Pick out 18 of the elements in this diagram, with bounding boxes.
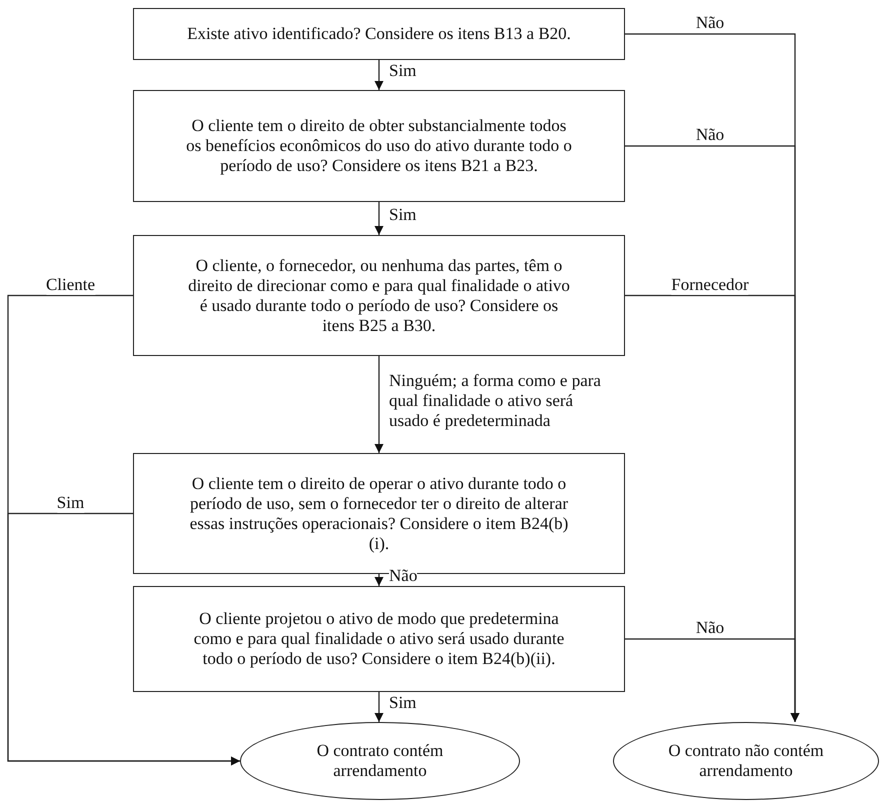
decision-box bbox=[133, 586, 625, 692]
arrow bbox=[7, 512, 240, 766]
arrow bbox=[374, 202, 384, 235]
node-text: O contrato não contém arrendamento bbox=[667, 741, 825, 781]
arrow bbox=[374, 692, 384, 722]
arrow bbox=[625, 638, 800, 722]
node-text: Existe ativo identificado? Considere os itens B13 a B20. bbox=[187, 24, 571, 44]
decision-box bbox=[133, 235, 625, 356]
node-text: O cliente tem o direito de operar o ativo durante todo o período de uso, sem o fornecedor ter o direito de alterar essas instruções operacionais? Considere o item B24(b)(i). bbox=[188, 474, 570, 554]
arrow bbox=[374, 574, 384, 586]
node-text: O cliente tem o direito de obter substancialmente todos os benefícios econômicos do uso do ativo durante todo o período de uso? Considere os itens B21 a B23. bbox=[186, 116, 572, 176]
arrow bbox=[374, 60, 384, 90]
decision-box bbox=[133, 90, 625, 202]
arrow bbox=[374, 356, 384, 453]
node-text: O cliente, o fornecedor, ou nenhuma das partes, têm o direito de direcionar como e para qual finalidade o ativo é usado durante todo o período de uso? Considere os itens B25 a B30. bbox=[187, 256, 571, 336]
node-text: O contrato contém arrendamento bbox=[316, 741, 444, 781]
node-text: O cliente projetou o ativo de modo que predetermina como e para qual finalidade o ativo será usado durante todo o período de uso? Considere o item B24(b)(ii). bbox=[192, 609, 566, 669]
decision-box bbox=[133, 8, 625, 60]
